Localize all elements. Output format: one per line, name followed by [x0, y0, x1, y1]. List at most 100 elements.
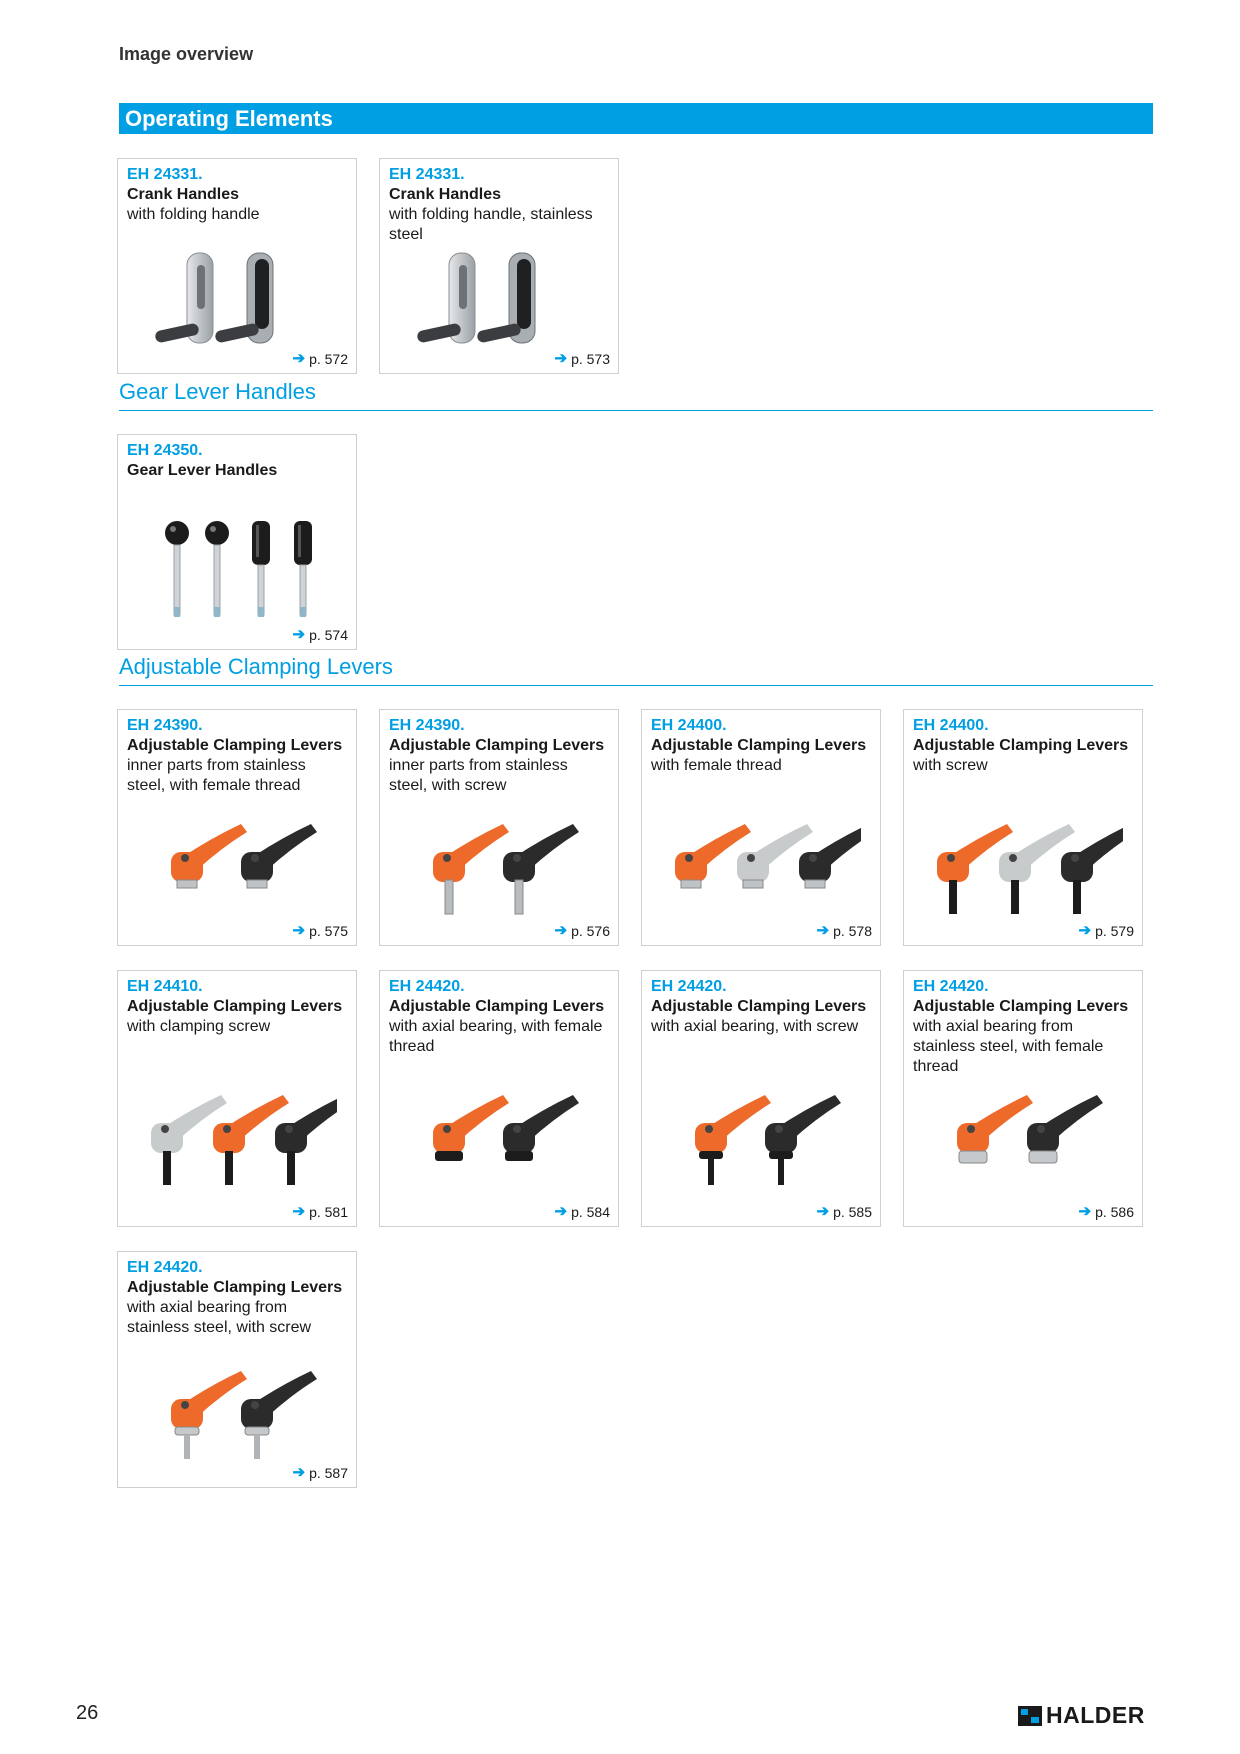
product-description: inner parts from stainless steel, with s…: [389, 757, 568, 794]
arrow-right-icon: ➔: [292, 626, 306, 643]
page-reference-label: p. 581: [309, 1204, 348, 1220]
page-reference-link[interactable]: ➔ p. 573: [554, 351, 610, 368]
page-reference-label: p. 576: [571, 923, 610, 939]
product-code: EH 24331.: [127, 166, 203, 183]
product-code: EH 24420.: [389, 978, 465, 995]
product-card-1[interactable]: EH 24331. Crank Handles with folding han…: [117, 158, 357, 374]
page-reference-link[interactable]: ➔ p. 579: [1078, 922, 1134, 940]
lever-k: [241, 824, 317, 889]
section-title: Operating Elements: [119, 103, 1153, 134]
lever-o: [957, 1095, 1033, 1164]
page-reference-link[interactable]: ➔ p. 586: [1078, 1204, 1134, 1221]
product-text: EH 24410. Adjustable Clamping Levers wit…: [127, 977, 348, 1037]
page-reference-link[interactable]: ➔ p. 581: [292, 1203, 348, 1221]
lever-o: [695, 1095, 771, 1185]
product-text: EH 24420. Adjustable Clamping Levers wit…: [913, 977, 1134, 1077]
halder-logo-text: HALDER: [1046, 1702, 1145, 1728]
page-reference-link[interactable]: ➔ p. 576: [554, 923, 610, 940]
arrow-right-icon: ➔: [292, 922, 306, 939]
lever-o: [433, 1095, 509, 1161]
product-card-5[interactable]: EH 24390. Adjustable Clamping Levers inn…: [379, 709, 619, 946]
page-reference-link[interactable]: ➔ p. 587: [292, 1464, 348, 1482]
product-code: EH 24350.: [127, 442, 203, 459]
product-card-11[interactable]: EH 24420. Adjustable Clamping Levers wit…: [903, 970, 1143, 1227]
product-code: EH 24390.: [389, 717, 465, 734]
clamping-lever-image: [642, 818, 880, 923]
product-description: inner parts from stainless steel, with f…: [127, 757, 306, 794]
product-title: Adjustable Clamping Levers: [389, 737, 605, 754]
page-reference-label: p. 585: [833, 1204, 872, 1220]
lever-o: [433, 824, 509, 915]
product-card-12[interactable]: EH 24420. Adjustable Clamping Levers wit…: [117, 1251, 357, 1488]
page-reference-label: p. 579: [1095, 923, 1134, 939]
product-description: with axial bearing from stainless steel,…: [127, 1299, 312, 1336]
clamping-lever-image: [380, 818, 618, 923]
lever-k: [503, 824, 579, 915]
crank-handles-image: [118, 249, 356, 369]
clamping-lever-image: [118, 1089, 356, 1204]
product-code: EH 24410.: [127, 978, 203, 995]
product-description: with female thread: [651, 757, 782, 774]
crank-handles-stainless-image: [380, 249, 618, 369]
page-reference-link[interactable]: ➔ p. 572: [292, 350, 348, 368]
page-reference-link[interactable]: ➔ p. 574: [292, 626, 348, 644]
page-reference-label: p. 587: [309, 1465, 348, 1481]
product-card-3[interactable]: EH 24350. Gear Lever Handles ➔ p. 574: [117, 434, 357, 650]
clamping-lever-image: [118, 818, 356, 923]
product-code: EH 24331.: [389, 166, 465, 183]
page-reference-link[interactable]: ➔ p. 585: [816, 1203, 872, 1221]
page-reference-label: p. 574: [309, 627, 348, 643]
arrow-right-icon: ➔: [292, 1464, 306, 1481]
product-card-4[interactable]: EH 24390. Adjustable Clamping Levers inn…: [117, 709, 357, 946]
product-card-2[interactable]: EH 24331. Crank Handles with folding han…: [379, 158, 619, 374]
page-reference-link[interactable]: ➔ p. 584: [554, 1203, 610, 1221]
lever-k: [241, 1371, 317, 1459]
lever-o: [937, 824, 1013, 914]
page-reference-link[interactable]: ➔ p. 578: [816, 922, 872, 940]
product-title: Adjustable Clamping Levers: [389, 998, 605, 1015]
clamping-lever-image: [118, 1365, 356, 1470]
product-text: EH 24331. Crank Handles with folding han…: [127, 165, 348, 225]
product-text: EH 24420. Adjustable Clamping Levers wit…: [651, 977, 872, 1037]
arrow-right-icon: ➔: [292, 1203, 306, 1220]
arrow-right-icon: ➔: [816, 1203, 830, 1220]
lever-k: [799, 827, 861, 889]
product-card-8[interactable]: EH 24410. Adjustable Clamping Levers wit…: [117, 970, 357, 1227]
product-title: Adjustable Clamping Levers: [913, 998, 1129, 1015]
arrow-right-icon: ➔: [292, 350, 306, 367]
arrow-right-icon: ➔: [1078, 922, 1092, 939]
subsection-title-adjustable-clamping-levers: Adjustable Clamping Levers: [119, 652, 1153, 686]
page-reference-label: p. 575: [309, 923, 348, 939]
crank-handle-black: [215, 252, 274, 344]
subsection-title-gear-lever-handles: Gear Lever Handles: [119, 377, 1153, 411]
arrow-right-icon: ➔: [816, 922, 830, 939]
product-text: EH 24420. Adjustable Clamping Levers wit…: [127, 1258, 348, 1338]
clamping-lever-image: [904, 1089, 1142, 1204]
product-title: Adjustable Clamping Levers: [913, 737, 1129, 754]
product-title: Adjustable Clamping Levers: [651, 737, 867, 754]
product-card-9[interactable]: EH 24420. Adjustable Clamping Levers wit…: [379, 970, 619, 1227]
product-code: EH 24420.: [127, 1259, 203, 1276]
product-description: with screw: [913, 757, 988, 774]
crank-handle-silver: [417, 252, 476, 344]
product-text: EH 24390. Adjustable Clamping Levers inn…: [389, 716, 610, 796]
page-reference-label: p. 586: [1095, 1204, 1134, 1220]
product-card-7[interactable]: EH 24400. Adjustable Clamping Levers wit…: [903, 709, 1143, 946]
arrow-right-icon: ➔: [554, 1203, 568, 1220]
product-text: EH 24331. Crank Handles with folding han…: [389, 165, 610, 245]
lever-o: [675, 824, 751, 889]
product-card-10[interactable]: EH 24420. Adjustable Clamping Levers wit…: [641, 970, 881, 1227]
product-card-6[interactable]: EH 24400. Adjustable Clamping Levers wit…: [641, 709, 881, 946]
product-text: EH 24400. Adjustable Clamping Levers wit…: [913, 716, 1134, 776]
lever-k: [503, 1095, 579, 1161]
product-code: EH 24400.: [913, 717, 989, 734]
product-title: Crank Handles: [389, 186, 502, 203]
page-reference-link[interactable]: ➔ p. 575: [292, 922, 348, 940]
product-title: Crank Handles: [127, 186, 240, 203]
clamping-lever-image: [904, 818, 1142, 923]
product-description: with folding handle: [127, 206, 260, 223]
gear-lever-handles-image: [118, 515, 356, 625]
product-code: EH 24420.: [651, 978, 727, 995]
halder-logo: HALDER: [1018, 1702, 1145, 1729]
lever-k: [275, 1098, 337, 1185]
